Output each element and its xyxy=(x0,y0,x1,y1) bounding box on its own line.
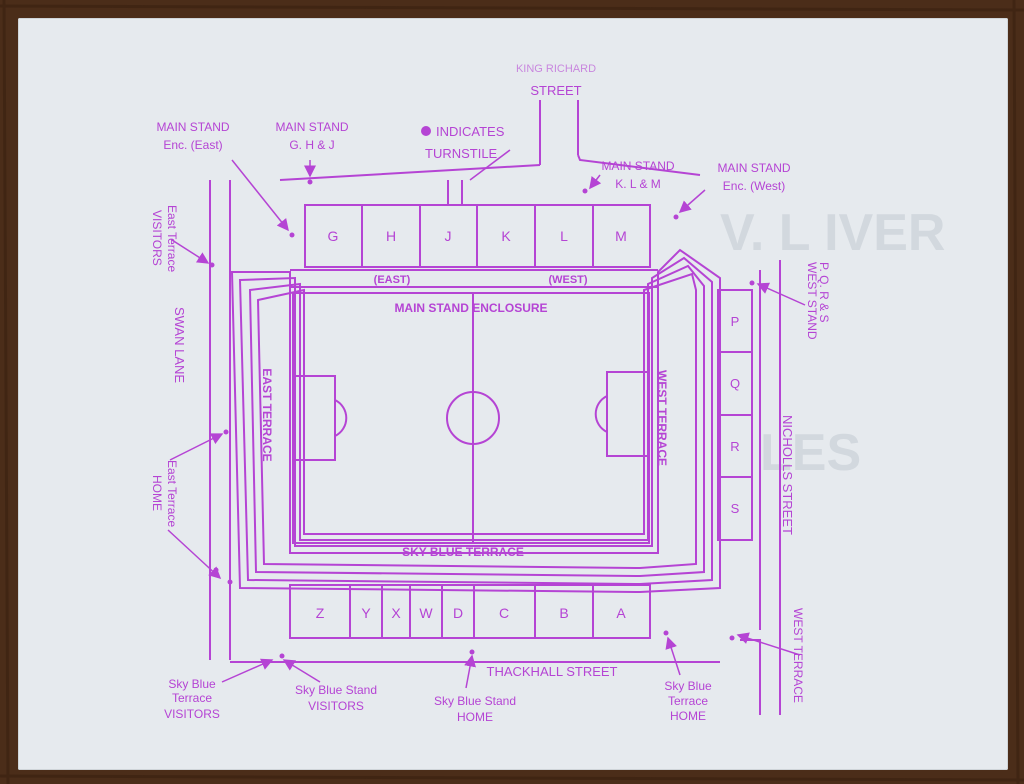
street-top-partial: KING RICHARD xyxy=(516,63,596,75)
street-top: STREET xyxy=(530,83,581,98)
west-stand-blocks xyxy=(717,289,753,541)
sky-blue-stand-blocks xyxy=(289,584,651,639)
block-Z: Z xyxy=(316,605,325,621)
label-east-visitors-1: East Terrace xyxy=(165,205,179,272)
block-K: K xyxy=(501,228,511,244)
label-sky-stand-visitors-2: VISITORS xyxy=(308,699,364,713)
street-bottom: THACKHALL STREET xyxy=(487,664,618,679)
svg-text:V. L IVER: V. L IVER xyxy=(720,204,945,262)
label-west-stand-2: P. Q. R & S xyxy=(817,262,831,322)
pointer-lines xyxy=(167,149,806,689)
pitch xyxy=(292,292,650,544)
label-west-stand-1: WEST STAND xyxy=(805,262,819,340)
main-stand-east-label: (EAST) xyxy=(374,274,411,286)
block-X: X xyxy=(391,605,401,621)
main-stand-west-label: (WEST) xyxy=(548,274,587,286)
terrace-ring xyxy=(230,248,721,594)
block-P: P xyxy=(731,314,740,329)
label-main-ghj-1: MAIN STAND xyxy=(275,120,348,134)
label-sky-terrace-home-2: Terrace xyxy=(668,694,708,708)
block-G: G xyxy=(328,228,339,244)
block-R: R xyxy=(730,439,739,454)
svg-text:LES: LES xyxy=(760,424,861,482)
label-sky-terrace-visitors-1: Sky Blue xyxy=(168,677,216,691)
main-stand-enclosure-label: MAIN STAND ENCLOSURE xyxy=(394,301,547,315)
block-S: S xyxy=(731,501,740,516)
block-C: C xyxy=(499,605,509,621)
turnstile-passage xyxy=(447,180,463,205)
street-right: NICHOLLS STREET xyxy=(780,415,795,535)
label-sky-terrace-visitors-3: VISITORS xyxy=(164,707,220,721)
block-D: D xyxy=(453,605,463,621)
block-A: A xyxy=(616,605,626,621)
label-main-klm-1: MAIN STAND xyxy=(601,159,674,173)
stadium-map: V. L IVER LES G H J K L M xyxy=(150,63,945,724)
show-through: V. L IVER LES xyxy=(720,204,945,482)
street-left: SWAN LANE xyxy=(172,307,187,383)
label-east-home-1: East Terrace xyxy=(165,460,179,527)
east-terrace-label: EAST TERRACE xyxy=(260,368,274,461)
main-stand-blocks xyxy=(304,204,651,268)
label-main-ghj-2: G. H & J xyxy=(289,138,334,152)
label-sky-terrace-visitors-2: Terrace xyxy=(172,691,212,705)
label-sky-stand-visitors-1: Sky Blue Stand xyxy=(295,683,377,697)
block-M: M xyxy=(615,228,627,244)
sky-blue-terrace-label: SKY BLUE TERRACE xyxy=(402,545,524,559)
west-terrace-label: WEST TERRACE xyxy=(655,370,669,466)
legend-line1: INDICATES xyxy=(436,124,505,139)
label-sky-stand-home-1: Sky Blue Stand xyxy=(434,694,516,708)
label-main-enc-west-2: Enc. (West) xyxy=(723,179,785,193)
block-B: B xyxy=(559,605,568,621)
label-east-home-2: HOME xyxy=(150,475,164,511)
block-Q: Q xyxy=(730,376,740,391)
label-sky-terrace-home-3: HOME xyxy=(670,709,706,723)
label-main-klm-2: K. L & M xyxy=(615,177,661,191)
label-sky-terrace-home-1: Sky Blue xyxy=(664,679,712,693)
label-east-visitors-2: VISITORS xyxy=(150,210,164,266)
block-J: J xyxy=(445,228,452,244)
label-main-enc-east-1: MAIN STAND xyxy=(156,120,229,134)
label-sky-stand-home-2: HOME xyxy=(457,710,493,724)
block-W: W xyxy=(419,605,433,621)
block-Y: Y xyxy=(361,605,371,621)
label-west-terrace: WEST TERRACE xyxy=(791,608,805,703)
label-main-enc-east-2: Enc. (East) xyxy=(163,138,222,152)
legend-line2: TURNSTILE xyxy=(425,146,498,161)
ticket: V. L IVER LES G H J K L M xyxy=(18,18,1008,770)
block-H: H xyxy=(386,228,396,244)
label-main-enc-west-1: MAIN STAND xyxy=(717,161,790,175)
block-L: L xyxy=(560,228,568,244)
